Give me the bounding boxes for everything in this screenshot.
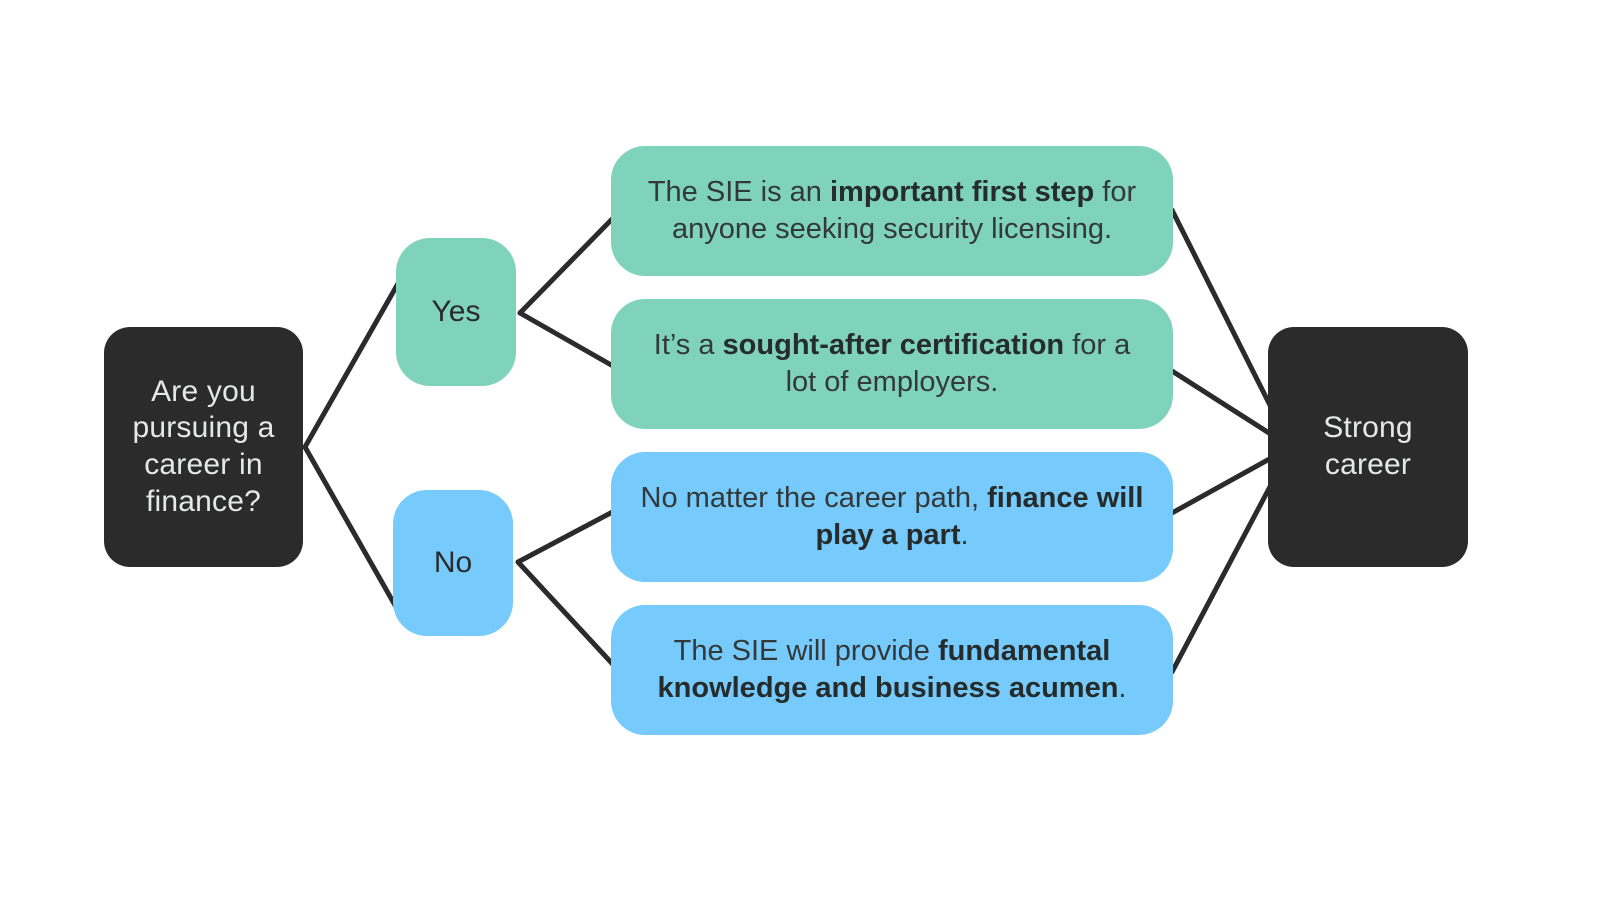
message-bubble-2-label: It’s a sought-after certification for a …	[653, 328, 1131, 398]
edge-yes-to-bubble-2	[517, 310, 623, 373]
message-bubble-1-label: The SIE is an important first step for a…	[647, 175, 1137, 245]
decision-node-yes-label: Yes	[431, 295, 481, 328]
message-bubble-2[interactable]: It’s a sought-after certification for a …	[611, 299, 1173, 429]
edge-start-to-yes	[302, 277, 403, 450]
message-bubble-3-label: No matter the career path, finance will …	[640, 481, 1144, 551]
edge-yes-to-bubble-1	[517, 208, 623, 316]
decision-node-yes[interactable]: Yes	[396, 238, 516, 386]
edge-no-to-bubble-4	[515, 559, 623, 675]
message-bubble-1[interactable]: The SIE is an important first step for a…	[611, 146, 1173, 276]
decision-node-no[interactable]: No	[393, 490, 513, 636]
message-bubble-4-label: The SIE will provide fundamental knowled…	[657, 634, 1127, 704]
message-bubble-4[interactable]: The SIE will provide fundamental knowled…	[611, 605, 1173, 735]
edge-no-to-bubble-3	[515, 505, 623, 565]
message-bubble-3[interactable]: No matter the career path, finance will …	[611, 452, 1173, 582]
decision-node-no-label: No	[433, 546, 473, 579]
edge-start-to-no	[302, 444, 403, 617]
